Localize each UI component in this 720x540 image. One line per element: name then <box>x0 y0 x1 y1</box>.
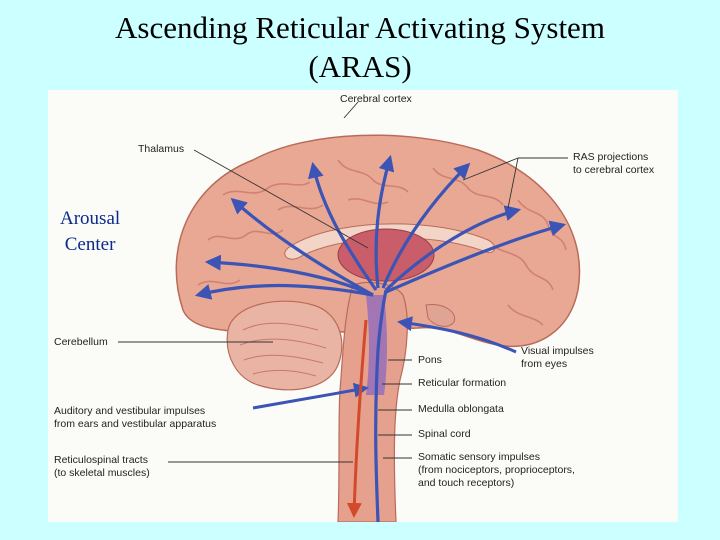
label-somatic-2: (from nociceptors, proprioceptors, <box>418 464 575 476</box>
ascending-pathway <box>374 289 388 522</box>
gyri <box>197 159 567 326</box>
label-pons: Pons <box>418 354 442 366</box>
arousal-line-2: Center <box>64 234 116 255</box>
arousal-line-1: Arousal <box>60 208 121 229</box>
label-reticulospinal-1: Reticulospinal tracts <box>54 454 148 466</box>
label-cerebellum: Cerebellum <box>54 336 108 348</box>
label-somatic-3: and touch receptors) <box>418 477 515 489</box>
label-reticular-formation: Reticular formation <box>418 377 507 389</box>
label-auditory-1: Auditory and vestibular impulses <box>54 405 206 417</box>
label-visual-1: Visual impulses <box>521 345 594 357</box>
label-reticulospinal-2: (to skeletal muscles) <box>54 467 150 479</box>
label-somatic-1: Somatic sensory impulses <box>418 451 540 463</box>
brain-illustration <box>118 101 581 522</box>
label-ras-projections-1: RAS projections <box>573 151 649 163</box>
optic-structure <box>425 303 456 327</box>
cerebellum-structure <box>226 300 343 391</box>
visual-input-arrow <box>397 316 517 354</box>
title-line-2: (ARAS) <box>308 49 412 84</box>
title-line-1: Ascending Reticular Activating System <box>115 10 605 45</box>
leader-lines <box>118 101 568 463</box>
label-cerebral-cortex: Cerebral cortex <box>340 93 412 105</box>
brain-diagram: Cerebral cortex Thalamus RAS projections… <box>48 90 678 522</box>
auditory-input-arrow <box>252 382 369 410</box>
label-medulla: Medulla oblongata <box>418 403 504 415</box>
cerebellum-folia <box>239 322 327 377</box>
arousal-center-label: Arousal Center <box>60 206 120 258</box>
label-thalamus: Thalamus <box>138 143 185 155</box>
reticulospinal-arrow <box>346 319 368 518</box>
label-ras-projections-2: to cerebral cortex <box>573 164 655 176</box>
label-auditory-2: from ears and vestibular apparatus <box>54 418 217 430</box>
label-spinal-cord: Spinal cord <box>418 428 471 440</box>
ras-projection-arrows <box>194 154 567 300</box>
slide-title: Ascending Reticular Activating System (A… <box>0 8 720 86</box>
label-visual-2: from eyes <box>521 358 568 370</box>
